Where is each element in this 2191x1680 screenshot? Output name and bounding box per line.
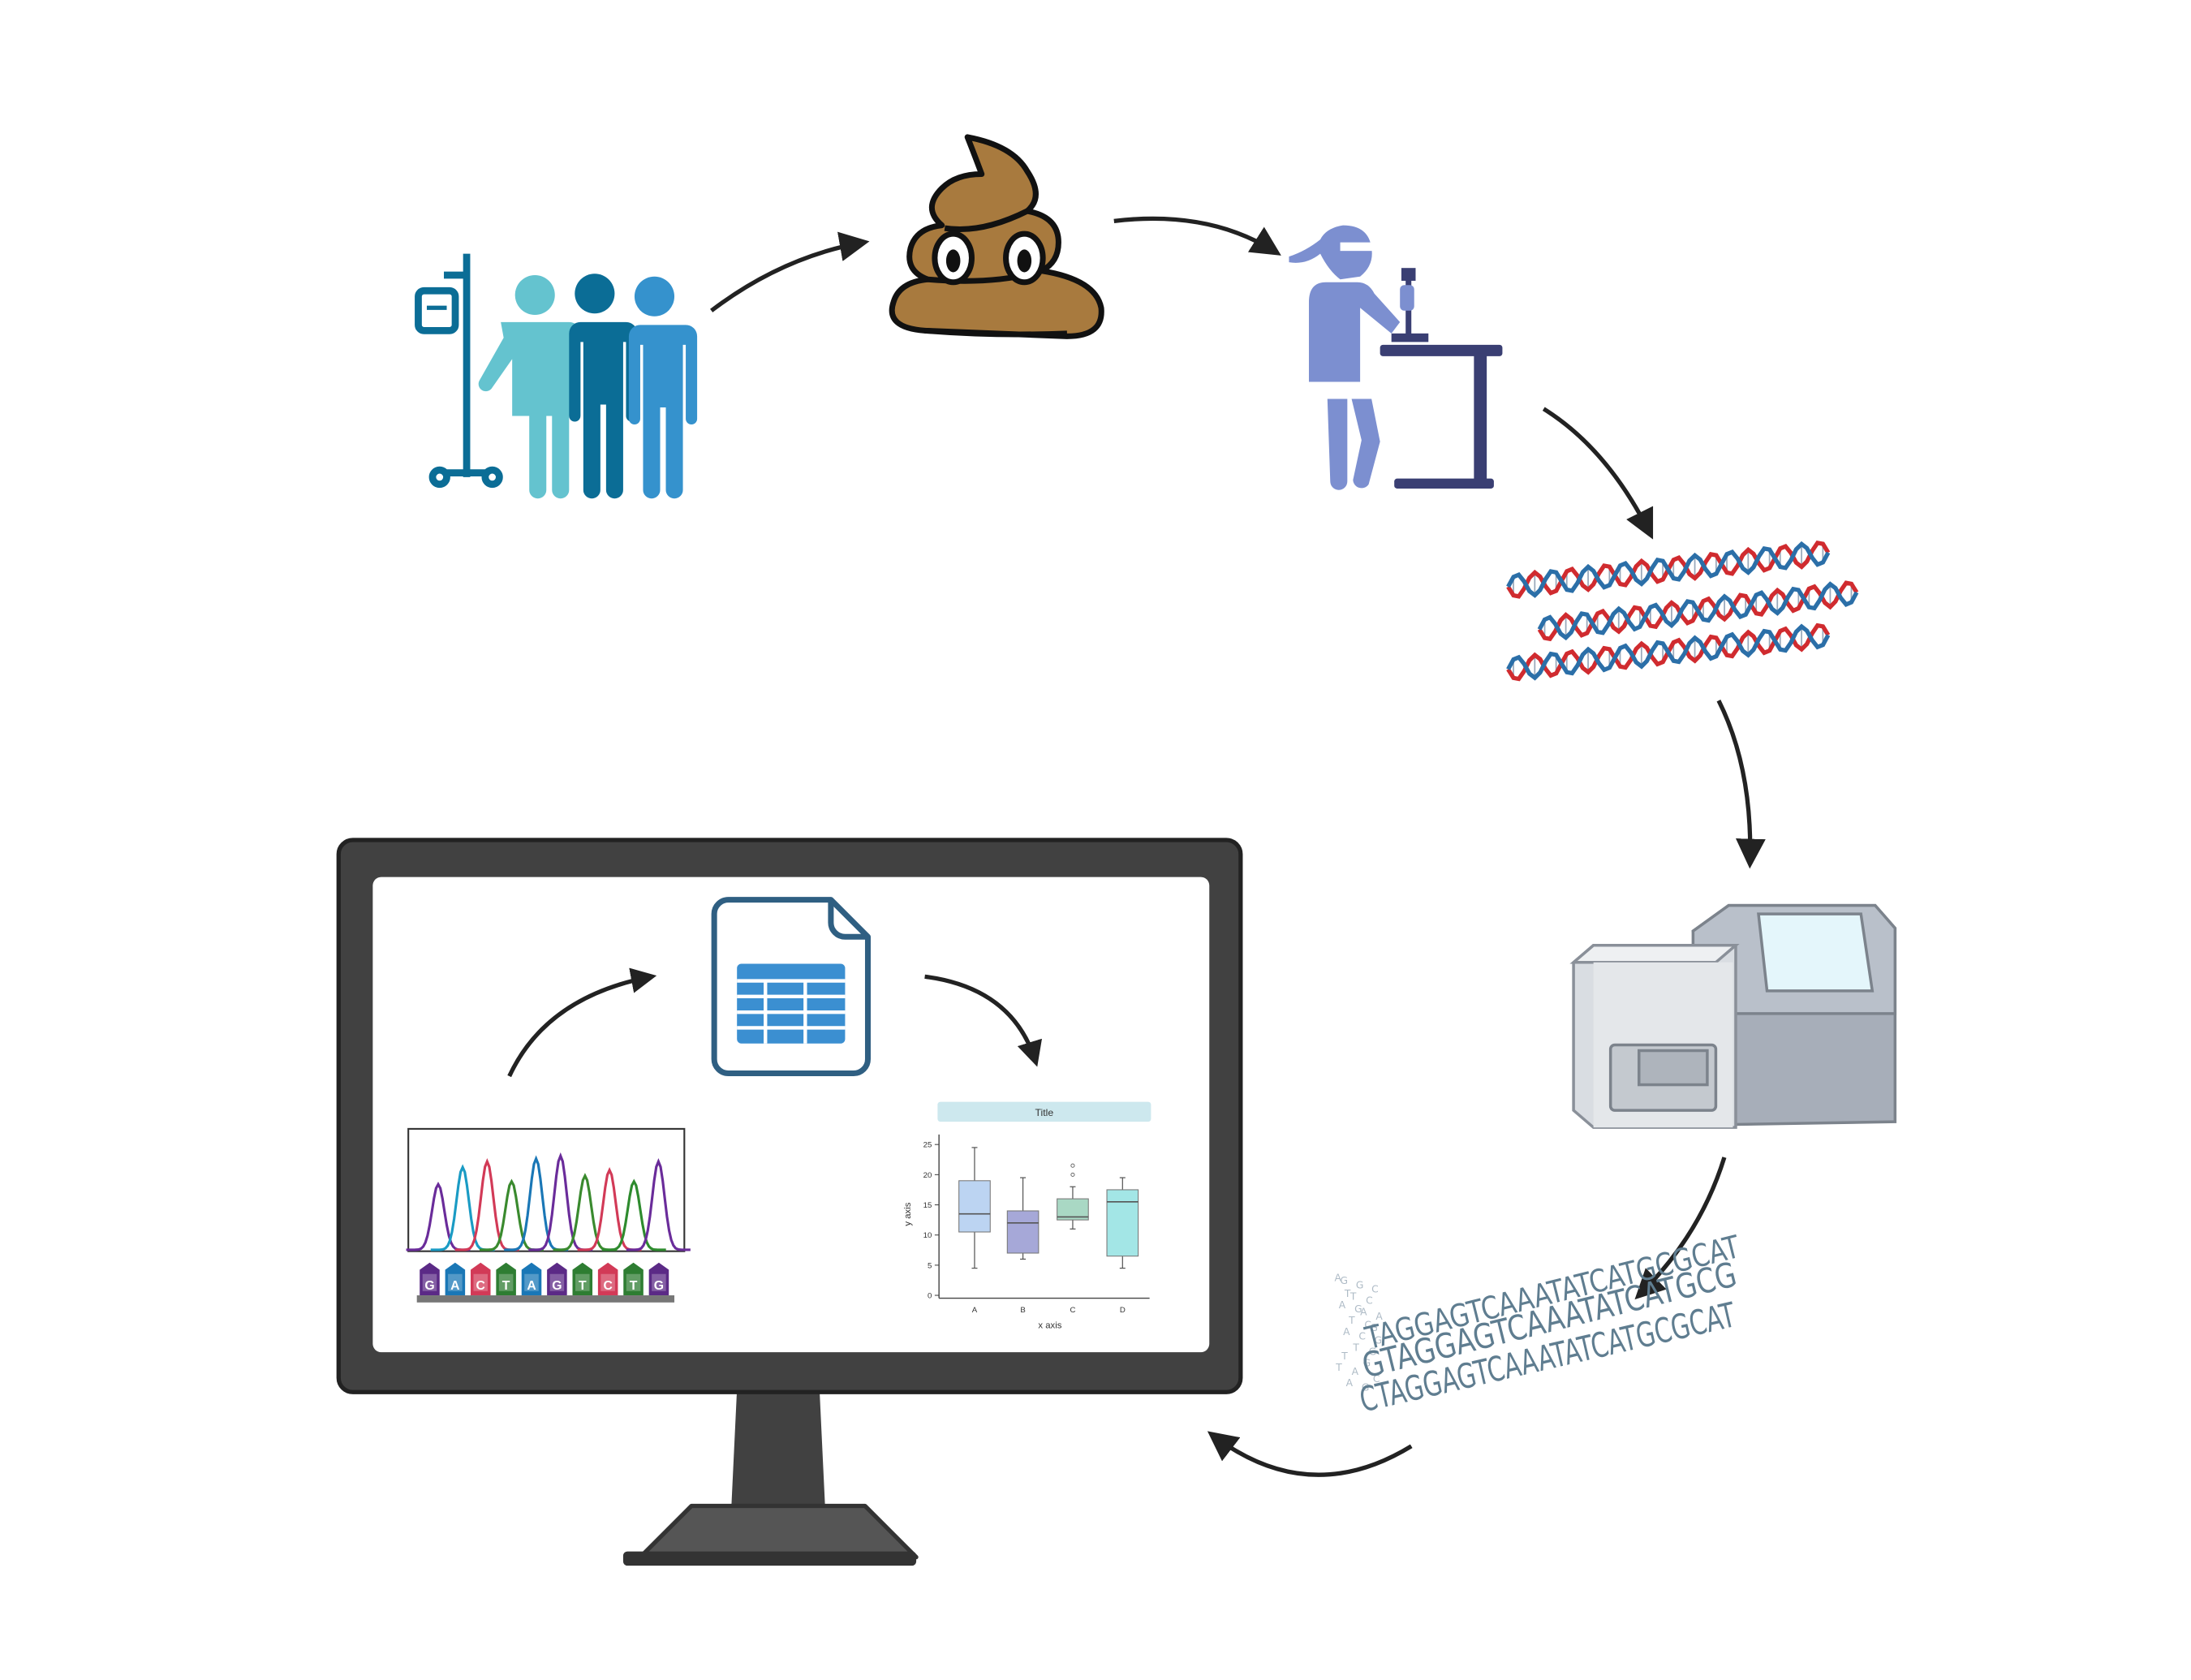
read-fragment: A [1343,1326,1350,1338]
chromatogram-peak [626,1158,691,1251]
patients-iv-pole-icon [415,253,698,499]
dna-strand [1537,580,1859,642]
arrow-patients-to-stool [710,231,870,312]
y-tick-label: 20 [923,1171,932,1180]
chromatogram-base-letter: G [552,1279,562,1293]
dna-strand [1506,541,1831,599]
read-fragment: G [1370,1322,1378,1333]
boxplot-title-bar [937,1101,1151,1122]
dna-strands-icon [1506,541,1859,682]
chromatogram-base-letter: T [502,1279,510,1293]
read-fragment: G [1354,1303,1362,1315]
arrow-reads-to-computer [1207,1431,1413,1477]
read-fragment: A [1375,1311,1383,1322]
chromatogram-base-tag: T [572,1262,593,1296]
boxplot-ylabel: y axis [903,1202,913,1226]
boxplot-box [958,1147,991,1269]
y-tick-label: 10 [923,1231,932,1240]
read-fragment: T [1341,1350,1348,1362]
chromatogram-base-tag: T [623,1262,644,1296]
chromatogram-peak [601,1178,666,1251]
y-tick-label: 25 [923,1141,932,1150]
chromatogram-base-letter: A [527,1279,536,1293]
chromatogram-base-letter: T [579,1279,587,1293]
read-fragment: G [1369,1346,1377,1358]
arrow-scientist-to-dna [1542,407,1654,540]
arrow-spreadsheet-to-boxplot [924,974,1043,1067]
chromatogram-base-tag: A [521,1262,542,1296]
arrow-chromatogram-to-spreadsheet [507,967,657,1078]
y-tick-label: 0 [928,1292,932,1301]
read-fragment: C [1371,1284,1379,1295]
read-fragment: C [1373,1373,1380,1385]
x-tick-label: A [972,1306,978,1315]
read-fragment: G [1375,1335,1383,1346]
read-fragment: A [1352,1366,1359,1377]
chromatogram-base-letter: A [450,1279,459,1293]
read-fragment: C [1364,1319,1371,1330]
chromatogram-base-tag: G [648,1262,669,1296]
y-tick-label: 15 [923,1201,932,1210]
arrow-stool-to-scientist [1113,216,1281,256]
chromatogram-base-tag: T [496,1262,516,1296]
chromatogram-base-letter: T [630,1279,638,1293]
read-fragment: G [1363,1358,1371,1369]
spreadsheet-file-icon [711,897,871,1077]
chromatogram-base-tag: G [420,1262,440,1296]
read-fragment: A [1339,1299,1346,1311]
read-fragment: G [1362,1382,1370,1394]
chromatogram-base-letter: G [654,1279,664,1293]
lab-scientist-pipette-icon [1289,225,1503,490]
boxplot-outlier [1070,1172,1075,1177]
read-fragment: A [1335,1273,1342,1284]
chromatogram-base-letter: C [476,1279,485,1293]
x-tick-label: D [1120,1306,1126,1315]
boxplot-xlabel: x axis [1038,1320,1061,1330]
y-tick-label: 5 [928,1261,932,1270]
boxplot-box [1106,1177,1139,1269]
chromatogram-base-tag: C [470,1262,491,1296]
chromatogram-base-tag: C [597,1262,618,1296]
read-fragment: T [1352,1342,1359,1353]
boxplot-chart-icon: Title 0 5 10 15 20 25 A B C D x axis y axis [903,1101,1151,1330]
read-fragment: T [1349,1290,1357,1302]
read-fragment: C [1366,1295,1373,1307]
chromatogram-base-tag: A [445,1262,466,1296]
read-fragment: T [1344,1288,1351,1299]
boxplot-title: Title [1035,1107,1054,1118]
sequence-reads-icon: ATGCGTAGCATCGTAGCAATGCGTAGTAGGAGTCAAATAT… [1335,1229,1745,1420]
read-fragment: T [1335,1362,1342,1373]
read-fragment: G [1356,1279,1364,1290]
sequencing-machine-icon [1569,903,1897,1129]
read-fragment: A [1360,1307,1367,1318]
chromatogram-base-tag: G [547,1262,567,1296]
cycle-arrows [710,216,1766,1477]
x-tick-label: B [1020,1306,1025,1315]
x-tick-label: C [1070,1306,1075,1315]
read-fragment: T [1348,1315,1355,1326]
monitor-screen-content: G A C T A G T C T G Title 0 5 10 15 20 25 A B C D [406,897,1151,1330]
boxplot-box [1006,1177,1040,1260]
stool-sample-icon [889,134,1104,339]
arrow-sequencer-to-reads [1634,1157,1727,1300]
dna-strand [1506,622,1831,682]
boxplot-box [1057,1163,1089,1230]
boxplot-outlier [1070,1163,1075,1168]
read-fragment: G [1341,1275,1349,1286]
arrow-dna-to-sequencer [1716,700,1766,869]
chromatogram-base-letter: G [424,1279,434,1293]
chromatogram-base-letter: C [603,1279,612,1293]
read-fragment: C [1358,1330,1366,1342]
read-fragment: A [1346,1377,1354,1389]
